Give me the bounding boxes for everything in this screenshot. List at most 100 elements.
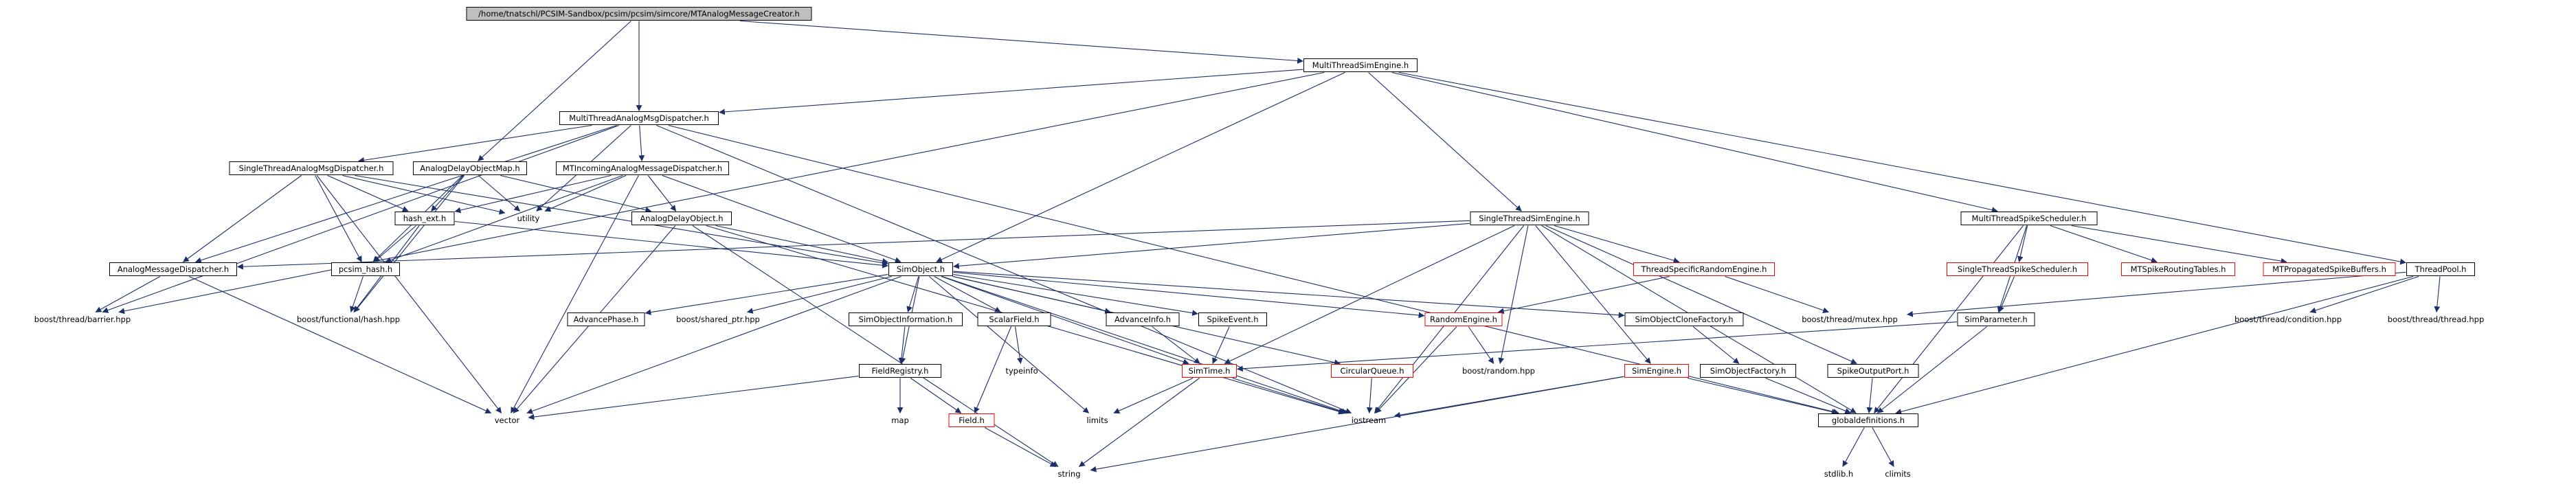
edge-mtiamd-to-hashext xyxy=(454,174,612,214)
node-label: ThreadSpecificRandomEngine.h xyxy=(1641,264,1767,274)
edge-stse-to-simtime xyxy=(1224,225,1515,364)
node-amd[interactable]: AnalogMessageDispatcher.h xyxy=(109,262,237,276)
node-tsre[interactable]: ThreadSpecificRandomEngine.h xyxy=(1633,262,1775,276)
node-box xyxy=(1198,312,1267,326)
node-climits: climits xyxy=(1885,469,1911,479)
edge-mtamd-to-mtiamd xyxy=(638,125,645,161)
node-label: ThreadPool.h xyxy=(2415,264,2467,274)
node-box xyxy=(1947,262,2088,276)
node-simobject[interactable]: SimObject.h xyxy=(888,262,953,276)
edge-stamd-to-utility xyxy=(342,174,506,215)
node-label: utility xyxy=(517,214,540,223)
node-spikeevent[interactable]: SpikeEvent.h xyxy=(1198,312,1267,326)
edge-simobject-to-sharedptr xyxy=(746,275,892,314)
node-mtse[interactable]: MultiThreadSimEngine.h xyxy=(1303,58,1418,72)
edge-stse-to-amd xyxy=(237,220,1470,270)
node-stdlib: stdlib.h xyxy=(1824,469,1853,479)
node-globaldefs[interactable]: globaldefinitions.h xyxy=(1818,413,1918,427)
edge-ado-to-string xyxy=(692,225,1059,467)
node-box xyxy=(466,7,812,21)
node-root[interactable]: /home/tnatschl/PCSIM-Sandbox/pcsim/pcsim… xyxy=(466,7,812,21)
node-label: boost/thread/thread.hpp xyxy=(2388,315,2485,324)
edge-mtss-to-mtsrt xyxy=(2050,225,2158,263)
node-simparam[interactable]: SimParameter.h xyxy=(1957,312,2035,326)
node-randomengine[interactable]: RandomEngine.h xyxy=(1424,312,1503,326)
node-box xyxy=(556,161,729,175)
node-advphase[interactable]: AdvancePhase.h xyxy=(567,312,645,326)
node-label: MultiThreadSimEngine.h xyxy=(1312,60,1409,70)
node-string: string xyxy=(1057,469,1080,479)
edge-simengine-to-globaldefs xyxy=(1687,377,1838,415)
node-mtiamd[interactable]: MTIncomingAnalogMessageDispatcher.h xyxy=(556,161,729,175)
edge-threadpool-to-mutex xyxy=(1907,271,2406,317)
node-barrier: boost/thread/barrier.hpp xyxy=(34,315,131,324)
node-label: MultiThreadAnalogMsgDispatcher.h xyxy=(569,113,708,123)
node-box xyxy=(1303,58,1418,72)
node-stamd[interactable]: SingleThreadAnalogMsgDispatcher.h xyxy=(229,161,394,175)
node-label: boost/thread/condition.hpp xyxy=(2235,315,2342,324)
node-label: SpikeEvent.h xyxy=(1207,315,1258,324)
node-mtsrt[interactable]: MTSpikeRoutingTables.h xyxy=(2121,262,2235,276)
node-randomhpp: boost/random.hpp xyxy=(1462,366,1535,376)
node-box xyxy=(1624,312,1744,326)
edge-stamd-to-pcsimhash xyxy=(315,175,362,262)
node-socf[interactable]: SimObjectCloneFactory.h xyxy=(1624,312,1744,326)
node-condition: boost/thread/condition.hpp xyxy=(2235,315,2342,324)
node-sof[interactable]: SimObjectFactory.h xyxy=(1700,364,1796,378)
node-box xyxy=(394,212,455,225)
node-fieldregistry[interactable]: FieldRegistry.h xyxy=(859,364,941,378)
node-sharedptr: boost/shared_ptr.hpp xyxy=(676,315,760,324)
edge-simobject-to-socf xyxy=(953,271,1625,319)
node-label: SimObjectInformation.h xyxy=(859,315,953,324)
edge-mtse-to-mtss xyxy=(1391,71,1998,213)
node-sop[interactable]: SpikeOutputPort.h xyxy=(1827,364,1919,378)
node-advinfo[interactable]: AdvanceInfo.h xyxy=(1106,312,1180,326)
edge-adom-to-hashext xyxy=(431,175,464,212)
edge-tsre-to-mutex xyxy=(1725,275,1829,313)
node-field[interactable]: Field.h xyxy=(948,413,995,427)
edge-mtss-to-globaldefs xyxy=(1873,225,2024,413)
node-label: boost/thread/barrier.hpp xyxy=(34,315,131,324)
node-box xyxy=(1957,312,2035,326)
node-adom[interactable]: AnalogDelayObjectMap.h xyxy=(413,161,527,175)
node-stss[interactable]: SingleThreadSpikeScheduler.h xyxy=(1947,262,2088,276)
node-stse[interactable]: SingleThreadSimEngine.h xyxy=(1470,212,1589,225)
edge-mtamd-to-amd xyxy=(194,124,617,264)
node-mtss[interactable]: MultiThreadSpikeScheduler.h xyxy=(1960,212,2098,225)
node-box xyxy=(1331,364,1413,378)
node-ado[interactable]: AnalogDelayObject.h xyxy=(631,212,732,225)
node-box xyxy=(1106,312,1180,326)
node-scalarfield[interactable]: ScalarField.h xyxy=(977,312,1051,326)
edge-stamd-to-hashext xyxy=(327,174,409,212)
node-hashext[interactable]: hash_ext.h xyxy=(394,212,455,225)
edge-mtiamd-to-ado xyxy=(647,175,677,212)
node-simtime[interactable]: SimTime.h xyxy=(1182,364,1237,378)
node-pcsimhash[interactable]: pcsim_hash.h xyxy=(331,262,400,276)
edge-socf-to-sof xyxy=(1692,326,1740,364)
node-simengine[interactable]: SimEngine.h xyxy=(1624,364,1689,378)
edge-stse-to-simobject xyxy=(953,223,1470,269)
edge-scalarfield-to-typeinfo xyxy=(1014,326,1023,364)
node-label: RandomEngine.h xyxy=(1430,315,1497,324)
node-box xyxy=(1827,364,1919,378)
node-circularqueue[interactable]: CircularQueue.h xyxy=(1331,364,1413,378)
edge-hashext-to-simobject xyxy=(454,220,888,269)
edge-stamd-to-amd xyxy=(183,175,302,262)
node-label: boost/functional/hash.hpp xyxy=(297,315,400,324)
node-vector: vector xyxy=(495,416,520,425)
node-mtpsb[interactable]: MTPropagatedSpikeBuffers.h xyxy=(2263,262,2396,276)
node-threadpool[interactable]: ThreadPool.h xyxy=(2406,262,2475,276)
node-label: stdlib.h xyxy=(1824,469,1853,479)
node-box xyxy=(1700,364,1796,378)
node-soinfo[interactable]: SimObjectInformation.h xyxy=(849,312,963,326)
edge-pcsimhash-to-funchash xyxy=(350,276,363,312)
node-label: CircularQueue.h xyxy=(1340,366,1404,376)
node-mtamd[interactable]: MultiThreadAnalogMsgDispatcher.h xyxy=(559,111,719,125)
edge-randomengine-to-iostream xyxy=(1375,326,1457,413)
edge-simtime-to-limits xyxy=(1113,377,1194,414)
edge-simtime-to-iostream xyxy=(1232,377,1346,415)
node-label: MultiThreadSpikeScheduler.h xyxy=(1972,214,2087,223)
edge-adom-to-utility xyxy=(478,175,521,212)
node-utility: utility xyxy=(517,214,540,223)
edge-simobject-to-iostream xyxy=(941,275,1348,414)
